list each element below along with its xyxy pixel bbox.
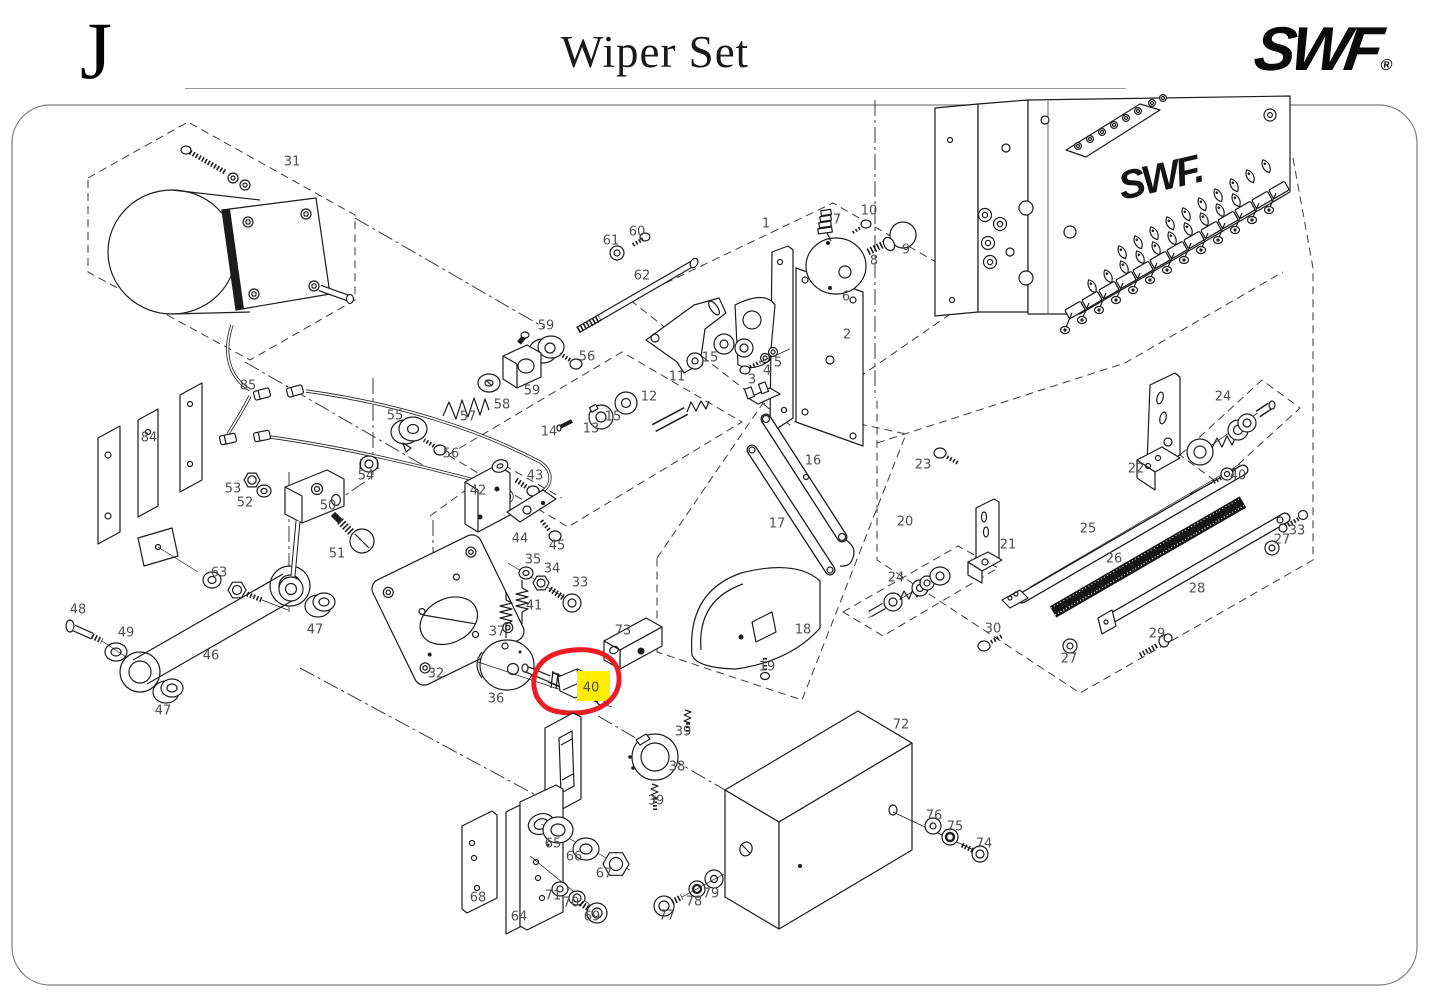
bottom-bracket-group: [461, 712, 631, 935]
wiper-lever-group: [690, 381, 855, 681]
rail-assembly-group: [867, 372, 1309, 658]
highlight-box: [577, 671, 610, 701]
clevis-group: [243, 455, 379, 602]
collar-38-group: [628, 709, 692, 810]
highlight-circle: [531, 647, 622, 716]
bellcrank-group: [556, 297, 735, 432]
sensor-block-group: [464, 459, 562, 542]
title-underline: [185, 88, 1126, 89]
rod-62-group: [576, 232, 699, 334]
wire-harness-group: [97, 324, 552, 545]
machine-head-group: SWF.: [934, 93, 1291, 335]
solenoid-bracket-group: [734, 208, 917, 447]
motor-group: [107, 145, 355, 315]
box-72-group: [653, 710, 989, 930]
collar-spring-group: [390, 331, 583, 456]
highlighted-part-40-group: [477, 647, 622, 716]
page-corner-letter: J: [80, 5, 112, 96]
page-title: Wiper Set: [560, 27, 750, 77]
diagram-border: [11, 104, 1418, 986]
center-plate-group: [371, 534, 663, 691]
